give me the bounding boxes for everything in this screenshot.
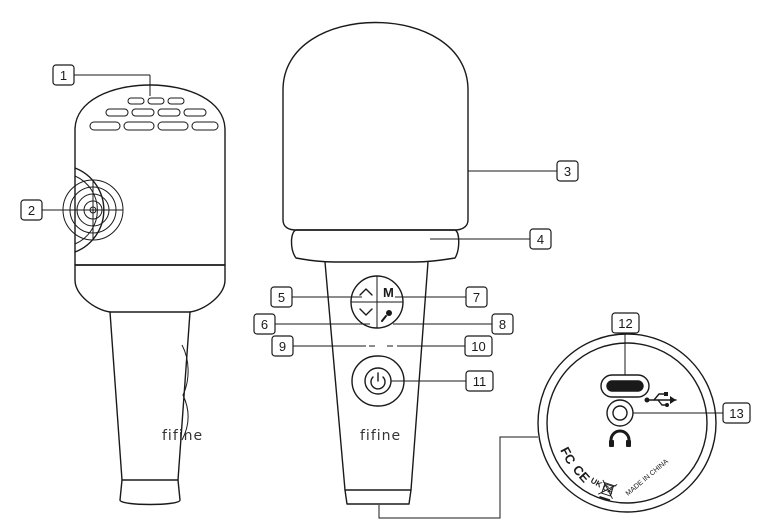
side-handle-base <box>119 479 181 506</box>
callout-11: 11 <box>465 370 494 392</box>
fcc-mark: FC <box>557 444 579 467</box>
mode-button[interactable]: M <box>383 285 394 300</box>
bottom-inner-ring <box>546 342 708 504</box>
bottom-outer-ring <box>537 333 717 513</box>
callout-4: 4 <box>529 228 552 250</box>
side-handle <box>109 311 191 481</box>
weee-bin-icon <box>598 479 618 501</box>
volume-down-button[interactable] <box>359 308 373 316</box>
callout-2: 2 <box>20 199 43 221</box>
front-view-microphone: M fifine <box>282 21 469 505</box>
power-icon <box>370 372 386 390</box>
front-head-shell <box>282 21 469 231</box>
callout-3: 3 <box>556 160 579 182</box>
mic-effect-button[interactable] <box>381 310 392 322</box>
certification-marks: FC CE UK CA MADE IN CHINA <box>557 444 670 501</box>
svg-text:11: 11 <box>473 374 487 389</box>
svg-text:13: 13 <box>729 406 743 421</box>
svg-text:6: 6 <box>261 317 268 332</box>
svg-text:3: 3 <box>564 164 571 179</box>
side-view-microphone: fifine <box>62 84 226 506</box>
svg-text:12: 12 <box>618 316 632 331</box>
svg-text:9: 9 <box>279 339 286 354</box>
control-panel: M <box>350 275 405 407</box>
callout-13: 13 <box>722 402 751 424</box>
side-collar <box>74 264 226 313</box>
bottom-view: FC CE UK CA MADE IN CHINA <box>537 333 717 513</box>
svg-text:5: 5 <box>278 290 285 305</box>
callout-6: 6 <box>253 313 276 335</box>
callout-8: 8 <box>491 313 514 335</box>
speaker-grille <box>62 167 124 253</box>
front-handle <box>324 261 429 491</box>
side-brand-logo: fifine <box>162 428 203 444</box>
callouts: 1 2 3 4 5 6 7 8 9 10 11 12 13 <box>20 64 751 424</box>
leader-lines <box>42 74 723 414</box>
side-strap <box>181 344 189 441</box>
headphone-jack <box>606 399 634 427</box>
svg-text:10: 10 <box>471 339 485 354</box>
callout-12: 12 <box>611 312 640 334</box>
usb-icon <box>644 392 677 407</box>
svg-text:4: 4 <box>537 232 544 247</box>
made-in-china-text: MADE IN CHINA <box>625 458 670 498</box>
volume-up-button[interactable] <box>359 288 373 296</box>
side-head-shell <box>74 84 226 266</box>
front-handle-base <box>344 489 412 505</box>
front-brand-logo: fifine <box>360 428 401 444</box>
svg-text:2: 2 <box>28 203 35 218</box>
callout-10: 10 <box>464 335 493 357</box>
bottom-view-connector <box>378 436 538 519</box>
svg-text:7: 7 <box>473 290 480 305</box>
svg-text:8: 8 <box>499 317 506 332</box>
callout-1: 1 <box>52 64 75 86</box>
callout-5: 5 <box>270 286 293 308</box>
grille-slots <box>89 97 219 131</box>
callout-9: 9 <box>271 335 294 357</box>
front-collar <box>290 229 460 263</box>
svg-text:1: 1 <box>60 68 67 83</box>
callout-7: 7 <box>465 286 488 308</box>
headphone-icon <box>609 429 631 447</box>
